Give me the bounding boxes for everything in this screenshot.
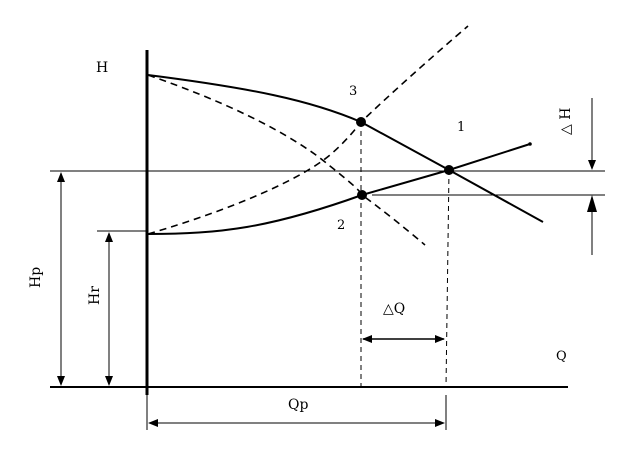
system-curve-end-dot bbox=[528, 142, 532, 146]
delta-h-lower-arrowhead bbox=[587, 195, 597, 212]
system-curve-dashed bbox=[147, 25, 469, 235]
operating-point-1 bbox=[444, 165, 454, 175]
hr-label: Hr bbox=[87, 286, 103, 305]
q-axis-label: Q bbox=[556, 349, 567, 364]
hp-label: Hp bbox=[28, 267, 44, 288]
delta-q-label: △Q bbox=[383, 301, 405, 317]
qp-vertical bbox=[445, 169, 450, 388]
point-3-label: 3 bbox=[349, 84, 357, 99]
pump-curve-dashed bbox=[147, 74, 426, 246]
operating-point-2 bbox=[357, 190, 367, 200]
h-axis-label: H bbox=[96, 60, 108, 76]
operating-point-3 bbox=[356, 117, 366, 127]
qp-label: Qp bbox=[288, 397, 308, 413]
point-1-label: 1 bbox=[457, 120, 465, 135]
delta-h-label: △ H bbox=[558, 108, 574, 135]
point-2-label: 2 bbox=[337, 218, 345, 233]
